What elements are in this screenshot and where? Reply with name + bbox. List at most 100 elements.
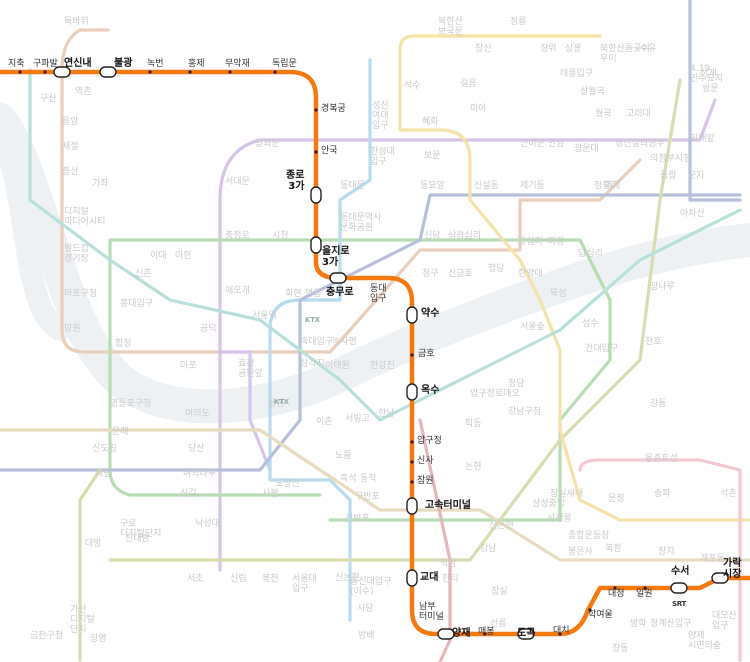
station-label-f36[interactable]: 녹사평	[332, 337, 357, 347]
station-marker-bulgwang[interactable]	[99, 66, 117, 78]
station-label-f28[interactable]: 마포	[180, 361, 197, 371]
station-label-f91[interactable]: 대림	[95, 469, 112, 479]
station-label-express-terminal[interactable]: 고속터미널	[425, 500, 471, 511]
station-marker-jongno3ga[interactable]	[310, 186, 322, 204]
station-label-f37[interactable]: 동대문	[340, 181, 365, 191]
station-label-f141[interactable]: 안암	[548, 139, 565, 149]
minor-station-dot[interactable]	[18, 70, 22, 74]
station-label-daechi[interactable]: 대치	[553, 626, 570, 636]
station-label-f134[interactable]: 4.19 민주묘지	[690, 64, 724, 84]
station-label-f49[interactable]: 행당	[488, 264, 505, 274]
station-label-f119[interactable]: 천호	[645, 337, 662, 347]
station-label-f93[interactable]: 문래	[112, 427, 129, 437]
station-label-f103[interactable]: 석수	[404, 81, 421, 91]
station-label-f142[interactable]: 광운대	[574, 144, 599, 154]
station-label-maebong[interactable]: 매봉	[478, 627, 495, 637]
station-label-f82[interactable]: 사당	[357, 604, 374, 614]
station-label-f85[interactable]: 신림	[230, 574, 247, 584]
station-label-f7[interactable]: 가좌	[92, 179, 109, 189]
station-label-hongje[interactable]: 홍제	[188, 59, 205, 69]
station-marker-yaksu[interactable]	[406, 306, 418, 324]
station-label-f121[interactable]: 몽촌토성	[645, 454, 679, 464]
station-label-f42[interactable]: 청량리	[594, 181, 619, 191]
station-label-f113[interactable]: 태릉입구	[560, 69, 594, 79]
minor-station-dot[interactable]	[613, 586, 617, 590]
station-label-f76[interactable]: 노들	[335, 451, 352, 461]
station-label-f88[interactable]: 낙성대	[195, 519, 220, 529]
station-label-f1[interactable]: 독바위	[64, 17, 89, 27]
station-label-f25[interactable]: 삼각지	[300, 359, 325, 369]
station-label-f98[interactable]: 신길	[180, 489, 197, 499]
station-label-f117[interactable]: 아차산	[680, 209, 705, 219]
station-label-f53[interactable]: 뚝섬	[550, 289, 567, 299]
station-label-jichuk[interactable]: 지축	[8, 59, 25, 69]
station-label-f63[interactable]: 선정릉	[547, 514, 572, 524]
station-label-f15[interactable]: 이대	[150, 251, 167, 261]
station-label-f135[interactable]: 북한산 우이	[600, 44, 625, 64]
station-label-f73[interactable]: 신논현	[335, 573, 360, 583]
station-label-f110[interactable]: 미아	[470, 104, 487, 114]
minor-station-dot[interactable]	[643, 586, 647, 590]
station-label-f101[interactable]: 금천구청	[30, 631, 64, 641]
station-label-gyodae[interactable]: 교대	[420, 572, 439, 583]
station-marker-yeonsinnae[interactable]	[53, 66, 71, 78]
station-label-f39[interactable]: 동묘앞	[420, 181, 445, 191]
station-label-yangjae[interactable]: 양재	[452, 628, 471, 639]
station-label-f147[interactable]: 북한산 보국문	[438, 17, 463, 37]
station-label-geumho[interactable]: 금호	[418, 349, 435, 359]
station-label-yeonsinnae[interactable]: 연신내	[64, 58, 92, 69]
station-label-f48[interactable]: 신금호	[448, 269, 473, 279]
station-label-f96[interactable]: 여의도	[185, 409, 210, 419]
station-label-f104[interactable]: 성신 여대 입구	[372, 101, 389, 131]
station-label-f16[interactable]: 아현	[175, 251, 192, 261]
station-label-f32[interactable]: 서빙고	[345, 414, 370, 424]
station-label-f34[interactable]: 이태원	[325, 361, 350, 371]
station-label-sinsa[interactable]: 신사	[417, 456, 434, 466]
station-label-jamwon[interactable]: 잠원	[417, 476, 434, 486]
station-marker-yangjae[interactable]	[437, 628, 455, 640]
station-label-f30[interactable]: 용산	[268, 399, 285, 409]
station-label-bulgwang[interactable]: 불광	[114, 58, 133, 69]
station-label-f44[interactable]: 신당	[424, 231, 441, 241]
station-label-f146[interactable]: 경전철의정부	[615, 139, 665, 149]
station-label-hangnyeoul[interactable]: 학여울	[588, 610, 613, 620]
station-label-f20[interactable]: 시청	[272, 231, 289, 241]
station-label-muakjae[interactable]: 무악재	[225, 59, 250, 69]
station-label-f145[interactable]: 의정부시청	[650, 154, 692, 164]
station-label-f106[interactable]: 혜화	[422, 117, 439, 127]
station-label-dongnimmun[interactable]: 독립문	[272, 59, 297, 69]
station-marker-euljiro3ga[interactable]	[310, 236, 322, 254]
station-label-euljiro3ga[interactable]: 을지로 3가	[322, 246, 350, 268]
minor-station-dot[interactable]	[43, 70, 47, 74]
station-label-f111[interactable]: 수유	[640, 44, 657, 54]
station-label-f21[interactable]: 서울역	[252, 311, 277, 321]
station-label-chungmuro[interactable]: 충무로	[326, 287, 354, 298]
station-label-f80[interactable]: 신반포	[345, 514, 370, 524]
station-label-f23[interactable]: 명동	[305, 289, 322, 299]
station-label-f52[interactable]: 한양대	[518, 269, 543, 279]
station-label-f2[interactable]: 구산	[40, 94, 57, 104]
station-label-f114[interactable]: 상봉	[565, 44, 582, 54]
station-label-yaksu[interactable]: 약수	[421, 308, 440, 319]
station-label-f41[interactable]: 제기동	[520, 181, 545, 191]
station-label-f74[interactable]: 사평	[262, 489, 279, 499]
station-marker-garak[interactable]	[711, 572, 729, 584]
station-label-f126[interactable]: 장지	[658, 547, 675, 557]
station-label-f3[interactable]: 역촌	[75, 87, 92, 97]
station-label-f29[interactable]: 효창 공원앞	[238, 359, 263, 379]
station-label-f68[interactable]: 잠실	[491, 587, 508, 597]
station-label-f107[interactable]: 보문	[424, 151, 441, 161]
station-label-f139[interactable]: 월곡	[595, 109, 612, 119]
station-label-f77[interactable]: 흑석	[340, 474, 357, 484]
station-label-f43[interactable]: 회기	[604, 181, 621, 191]
station-label-f24[interactable]: 숙대입구	[300, 337, 334, 347]
station-label-f71[interactable]: 역삼	[440, 559, 457, 569]
station-label-f100[interactable]: 가산 디지털 단지	[70, 605, 95, 635]
station-label-f120[interactable]: 강동	[650, 399, 667, 409]
station-label-daecheong[interactable]: 대청	[608, 589, 625, 599]
station-label-f33[interactable]: 한남	[378, 409, 395, 419]
station-label-f50[interactable]: 마장	[548, 237, 565, 247]
station-label-dogok[interactable]: 도곡	[517, 628, 536, 639]
minor-station-dot[interactable]	[410, 440, 414, 444]
station-label-f83[interactable]: 방배	[358, 631, 375, 641]
